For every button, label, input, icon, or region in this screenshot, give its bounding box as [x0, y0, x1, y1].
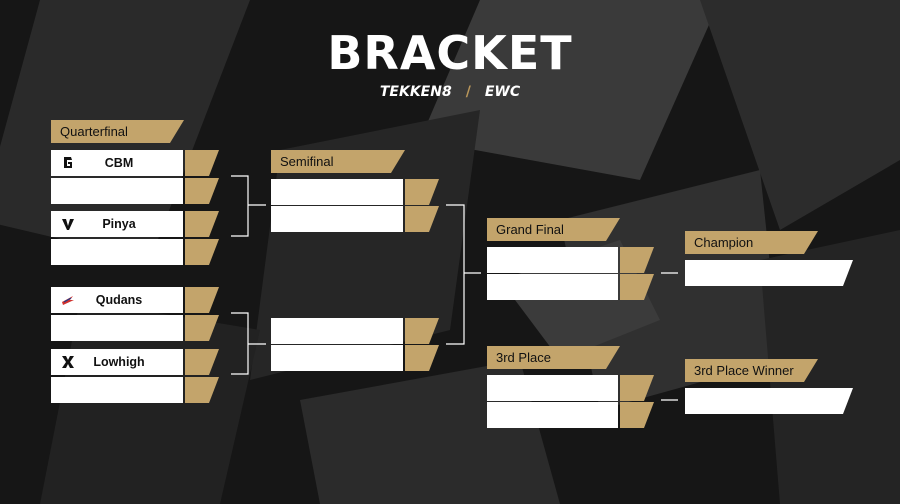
third-place-winner-slot[interactable]	[685, 388, 853, 414]
team-name: Pinya	[102, 217, 136, 231]
gf-slot-2[interactable]	[487, 274, 654, 300]
sf-slot-3[interactable]	[271, 318, 439, 344]
qf-slot-6[interactable]	[51, 315, 219, 341]
page-title: BRACKET	[327, 26, 573, 80]
sf-slot-2[interactable]	[271, 206, 439, 232]
sf-slot-4[interactable]	[271, 345, 439, 371]
team-name: CBM	[104, 156, 134, 170]
pinya-logo-icon	[62, 219, 74, 230]
round-label-quarterfinal: Quarterfinal	[51, 120, 184, 143]
team-name: Lowhigh	[93, 355, 145, 369]
qudans-logo-icon	[62, 296, 74, 305]
sf-slot-1[interactable]	[271, 179, 439, 205]
third-place-slot-2[interactable]	[487, 402, 654, 428]
round-label-third-place: 3rd Place	[487, 346, 620, 369]
qf-slot-4[interactable]	[51, 239, 219, 265]
gf-slot-1[interactable]	[487, 247, 654, 273]
qf-slot-5[interactable]: Qudans	[51, 287, 219, 313]
lowhigh-logo-icon	[62, 356, 74, 368]
cbm-logo-icon	[64, 157, 72, 168]
round-label-champion: Champion	[685, 231, 818, 254]
tekken8-logo-text: TEKKEN8	[379, 84, 452, 100]
round-label-third-place-winner: 3rd Place Winner	[685, 359, 818, 382]
qf-slot-1[interactable]: CBM	[51, 150, 219, 176]
qf-slot-2[interactable]	[51, 178, 219, 204]
qf-slot-3[interactable]: Pinya	[51, 211, 219, 237]
event-branding: TEKKEN8 / EWC	[0, 84, 900, 100]
ewc-logo-text: EWC	[484, 84, 521, 100]
round-label-semifinal: Semifinal	[271, 150, 405, 173]
qf-slot-7[interactable]: Lowhigh	[51, 349, 219, 375]
champion-slot[interactable]	[685, 260, 853, 286]
third-place-slot-1[interactable]	[487, 375, 654, 401]
qf-slot-8[interactable]	[51, 377, 219, 403]
brand-separator: /	[465, 84, 471, 100]
team-name: Qudans	[95, 293, 143, 307]
round-label-grand-final: Grand Final	[487, 218, 620, 241]
